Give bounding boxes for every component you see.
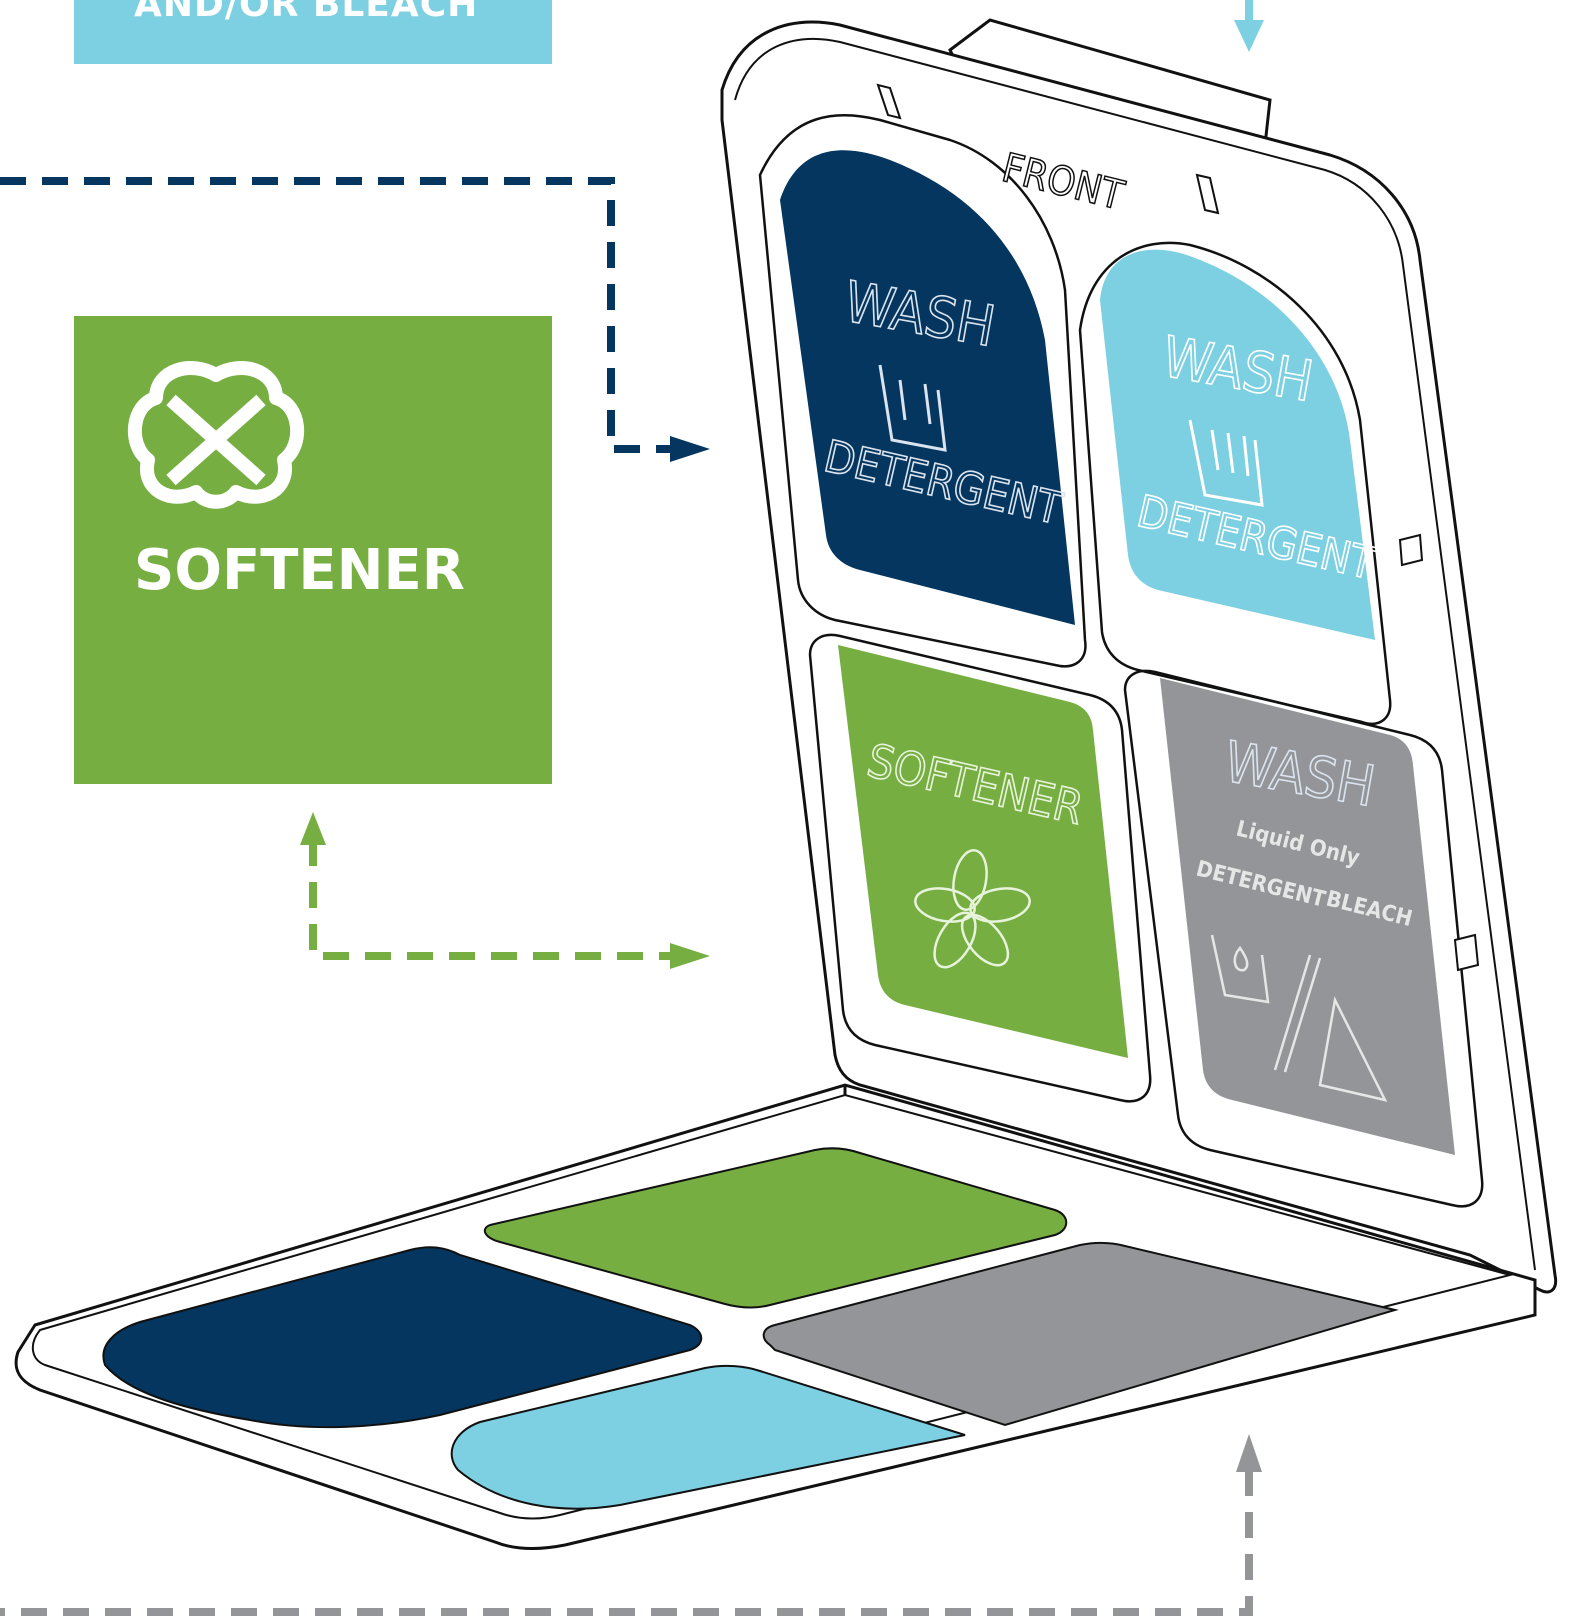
arrow-up-icon [1236, 1434, 1262, 1472]
dark-detergent-compartment [780, 150, 1075, 625]
liquid-drop-cup-icon [1210, 934, 1270, 1004]
arrow-down-icon [1234, 20, 1264, 52]
green-connector [300, 812, 710, 969]
light-blue-connector [1234, 0, 1264, 52]
base-light-detergent-well [450, 1364, 966, 1510]
flower-icon [914, 849, 1031, 969]
softener-label-box: SOFTENER [74, 316, 552, 784]
light-detergent-compartment [1100, 249, 1375, 640]
detergent-bleach-label-box: AND/OR BLEACH [74, 0, 552, 64]
dispenser-lid [720, 20, 1558, 1294]
base-softener-well [483, 1147, 1068, 1309]
bleach-compartment [1160, 678, 1455, 1155]
base-bleach-well [762, 1241, 1399, 1427]
gray-connector [0, 1434, 1262, 1616]
base-dark-detergent-well [102, 1246, 703, 1429]
arrow-right-icon [670, 436, 710, 462]
arrow-up-icon [300, 812, 326, 845]
detergent-cup-icon [878, 364, 947, 452]
softener-compartment [838, 645, 1128, 1058]
slash-icon [1273, 954, 1322, 1073]
triangle-icon [1318, 996, 1388, 1102]
detergent-bleach-label-text: AND/OR BLEACH [134, 0, 479, 25]
dark-blue-connector [0, 177, 710, 462]
detergent-cup-double-icon [1188, 419, 1264, 507]
dispenser-base [14, 1083, 1537, 1550]
softener-label-text: SOFTENER [134, 538, 465, 603]
arrow-right-icon [670, 943, 710, 969]
flower-icon [127, 361, 305, 509]
